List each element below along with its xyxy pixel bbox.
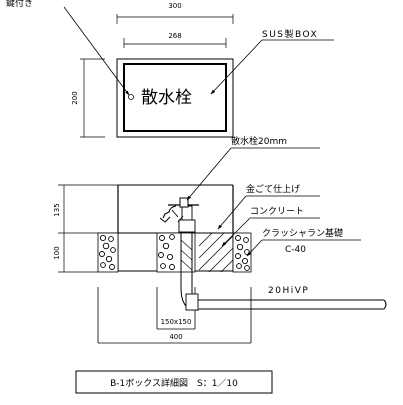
title-block: B-1ボックス詳細図 S：1／10 <box>75 370 273 394</box>
dimension-200: 200 <box>71 58 105 138</box>
dim-inner-width: 268 <box>168 32 181 40</box>
box-label: SUS製BOX <box>262 28 318 40</box>
dim-outer-width: 300 <box>168 2 181 10</box>
faucet-icon <box>159 197 199 223</box>
crushed-stone-left <box>97 232 119 273</box>
trowel-label: 金ごて仕上げ <box>246 183 300 195</box>
section-view: 135 100 <box>53 135 387 344</box>
crusher-leader <box>246 239 263 257</box>
concrete-leader <box>221 217 251 247</box>
trowel-leader <box>217 195 247 230</box>
handle-label: 鍵付き <box>6 0 33 9</box>
lock-hole <box>128 94 134 100</box>
sus-box-lid <box>123 63 227 132</box>
dim-lower: 100 <box>53 246 61 259</box>
faucet-leader <box>186 147 232 201</box>
dim-base: 400 <box>169 333 182 341</box>
crusher-grade: C-40 <box>285 245 306 255</box>
concrete-hatch <box>198 232 234 273</box>
dimension-300: 300 <box>116 2 234 24</box>
dim-height: 200 <box>71 91 79 104</box>
dimension-400: 400 <box>98 333 251 344</box>
supply-pipe <box>180 287 387 311</box>
dimension-150x150: 150x150 <box>161 318 192 326</box>
box-leader <box>210 39 263 95</box>
plan-view: 300 268 200 散水栓 鍵付き SUS製BOX <box>6 0 334 138</box>
pipe-label: 20HiVP <box>268 286 309 296</box>
excavation-outline <box>97 287 252 343</box>
crushed-stone-right <box>232 232 252 273</box>
concrete-label: コンクリート <box>250 206 304 217</box>
faucet-label: 散水栓20mm <box>231 135 287 147</box>
dim-upper: 135 <box>53 203 61 216</box>
crusher-label: クラッシャラン基礎 <box>262 227 343 239</box>
handle-leader <box>63 6 130 96</box>
box-text: 散水栓 <box>141 88 192 108</box>
dimension-268: 268 <box>123 32 227 48</box>
drawing-title: B-1ボックス詳細図 S：1／10 <box>110 377 238 389</box>
dim-pit: 150x150 <box>161 318 192 326</box>
crushed-stone-center <box>156 232 196 273</box>
sus-box-outer <box>116 58 234 138</box>
